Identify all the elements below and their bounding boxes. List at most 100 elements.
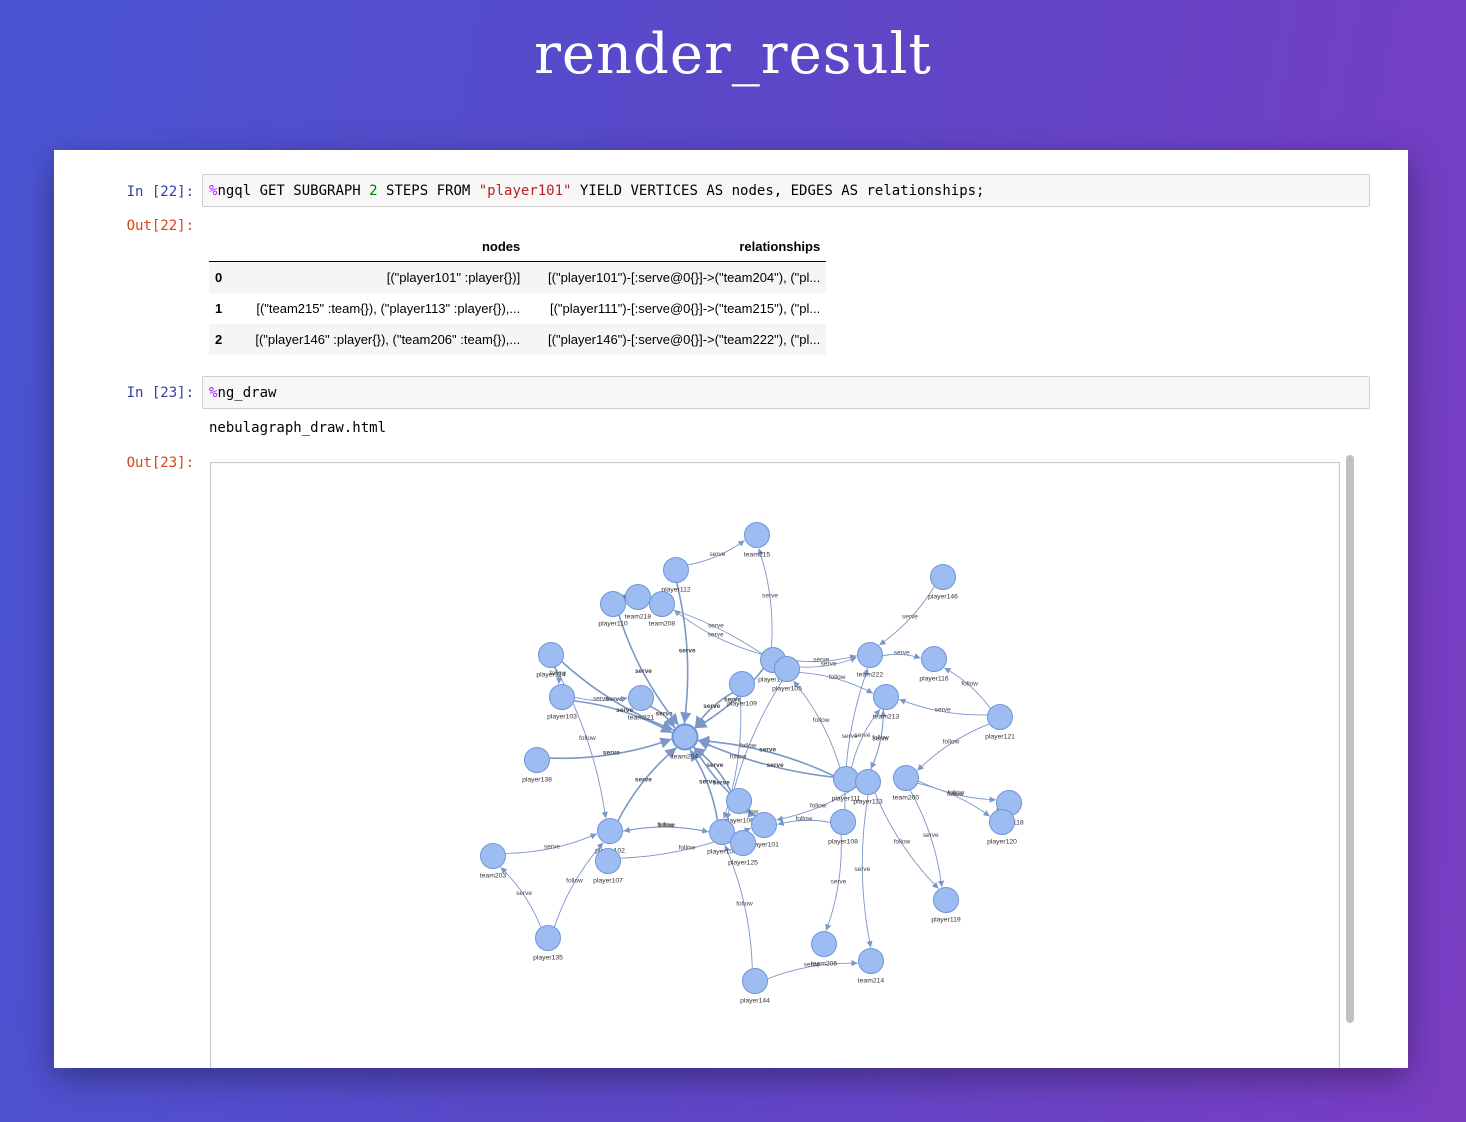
graph-edge-player114-player102[interactable] — [554, 666, 608, 819]
graph-node-label: player111 — [832, 796, 861, 803]
code-cell-23[interactable]: %ng_draw — [202, 376, 1370, 409]
graph-node-player112[interactable] — [663, 557, 689, 583]
graph-edge-team203-player102[interactable] — [505, 833, 597, 854]
magic-symbol: % — [209, 385, 218, 401]
graph-node-player114[interactable] — [538, 642, 564, 668]
graph-edge-player110-team204[interactable] — [618, 614, 680, 726]
graph-edge-player111-team213[interactable] — [851, 708, 881, 768]
graph-node-team213[interactable] — [873, 684, 899, 710]
graph-node-team200[interactable] — [893, 765, 919, 791]
graph-node-player144[interactable] — [742, 968, 768, 994]
graph-edge-team200-player118[interactable] — [917, 780, 996, 803]
table-row: 1 [("team215" :team{}), ("player113" :pl… — [209, 293, 826, 324]
graph-node-player109[interactable] — [729, 671, 755, 697]
graph-edge-player121-team213[interactable] — [899, 698, 988, 716]
graph-edge-player113-team214[interactable] — [861, 794, 873, 948]
graph-node-player146[interactable] — [930, 564, 956, 590]
graph-edge-player106-player101[interactable] — [747, 809, 755, 818]
graph-canvas[interactable]: serveserveserveserveserveserveservefollo… — [211, 463, 1339, 1068]
graph-edge-player135-team203[interactable] — [500, 866, 542, 928]
vertical-scrollbar[interactable] — [1344, 455, 1356, 1025]
graph-node-player119[interactable] — [933, 887, 959, 913]
graph-edge-player121-player116[interactable] — [943, 667, 991, 710]
graph-edge-player104-team208[interactable] — [673, 609, 762, 655]
graph-node-player102[interactable] — [597, 818, 623, 844]
graph-node-team203[interactable] — [480, 843, 506, 869]
graph-edge-player114-player103[interactable] — [553, 666, 563, 684]
graph-node-label: player146 — [928, 594, 958, 601]
graph-node-team221[interactable] — [628, 685, 654, 711]
graph-edge-player102-player100[interactable] — [622, 826, 709, 834]
graph-edge-label: serve — [706, 762, 723, 769]
graph-edge-player144-player100[interactable] — [724, 845, 753, 969]
graph-edge-player113-player119[interactable] — [874, 792, 939, 890]
graph-node-label: player106 — [724, 818, 754, 825]
graph-edge-player138-team204[interactable] — [549, 737, 672, 760]
graph-edge-label: follow — [948, 790, 965, 797]
graph-node-label: player109 — [727, 701, 757, 708]
graph-node-player101[interactable] — [751, 812, 777, 838]
graph-node-team222[interactable] — [857, 642, 883, 668]
graph-edge-label: serve — [935, 707, 951, 714]
graph-edge-player104-team215[interactable] — [757, 548, 773, 648]
graph-edge-player104-team204[interactable] — [694, 667, 765, 729]
graph-edge-player108-team222[interactable] — [844, 668, 869, 810]
graph-edge-player112-team204[interactable] — [675, 582, 692, 724]
graph-edge-team200-player120[interactable] — [917, 782, 990, 817]
graph-edge-team200-player119[interactable] — [909, 789, 945, 888]
graph-edge-player103-team204[interactable] — [573, 700, 673, 734]
graph-edge-player112-team215[interactable] — [687, 539, 745, 566]
code-cell-22[interactable]: %ngql GET SUBGRAPH 2 STEPS FROM "player1… — [202, 174, 1370, 207]
graph-edge-player105-team213[interactable] — [798, 671, 874, 694]
scrollbar-thumb[interactable] — [1346, 455, 1354, 1023]
graph-edge-player135-player102[interactable] — [553, 842, 604, 928]
graph-node-team214[interactable] — [858, 948, 884, 974]
graph-edge-player108-team206[interactable] — [825, 834, 842, 931]
graph-node-team218[interactable] — [625, 584, 651, 610]
graph-edge-label: serve — [842, 733, 858, 740]
graph-node-player108[interactable] — [830, 809, 856, 835]
table-row: 0 [("player101" :player{})] [("player101… — [209, 261, 827, 293]
graph-edge-player103-team221[interactable] — [574, 696, 628, 703]
graph-edge-team222-player116[interactable] — [882, 653, 921, 660]
graph-edge-player108-player101[interactable] — [777, 819, 831, 826]
graph-edge-player100-team204[interactable] — [689, 749, 719, 821]
graph-node-team208[interactable] — [649, 591, 675, 617]
graph-node-player107[interactable] — [595, 848, 621, 874]
graph-node-player121[interactable] — [987, 704, 1013, 730]
graph-edge-player111-player105[interactable] — [793, 680, 841, 769]
edges-layer: serveserveserveserveserveserveservefollo… — [500, 539, 1013, 980]
graph-node-team215[interactable] — [744, 522, 770, 548]
graph-edge-player111-team204[interactable] — [698, 735, 835, 777]
graph-node-player135[interactable] — [535, 925, 561, 951]
graph-node-player138[interactable] — [524, 747, 550, 773]
index-header — [209, 231, 228, 262]
graph-edge-player146-team222[interactable] — [878, 585, 935, 646]
graph-node-team206[interactable] — [811, 931, 837, 957]
code-rest: YIELD VERTICES AS nodes, EDGES AS relati… — [571, 183, 985, 199]
graph-edge-player105-team222[interactable] — [799, 656, 857, 668]
graph-edge-label: serve — [699, 778, 716, 785]
graph-node-player105[interactable] — [774, 656, 800, 682]
graph-node-player106[interactable] — [726, 788, 752, 814]
graph-iframe[interactable]: serveserveserveserveserveserveservefollo… — [210, 462, 1340, 1068]
graph-node-player125[interactable] — [730, 830, 756, 856]
graph-edge-team221-team204[interactable] — [650, 705, 676, 729]
graph-edge-team213-player113[interactable] — [870, 709, 884, 769]
graph-node-player103[interactable] — [549, 684, 575, 710]
graph-node-player113[interactable] — [855, 769, 881, 795]
graph-edge-label: serve — [902, 614, 918, 621]
graph-node-player110[interactable] — [600, 591, 626, 617]
graph-edge-label: follow — [736, 901, 753, 908]
cell-relationships: [("player101")-[:serve@0{}]->("team204")… — [548, 270, 821, 285]
graph-node-player100[interactable] — [709, 819, 735, 845]
graph-edge-player102-team204[interactable] — [617, 746, 678, 822]
graph-node-player111[interactable] — [833, 766, 859, 792]
input-prompt-22: In [22]: — [126, 184, 194, 200]
graph-edge-label: serve — [617, 595, 633, 602]
graph-node-player120[interactable] — [989, 809, 1015, 835]
graph-edge-player121-team200[interactable] — [917, 723, 990, 771]
graph-edge-player144-team214[interactable] — [767, 959, 858, 980]
graph-node-player116[interactable] — [921, 646, 947, 672]
graph-node-team204[interactable] — [671, 723, 699, 751]
